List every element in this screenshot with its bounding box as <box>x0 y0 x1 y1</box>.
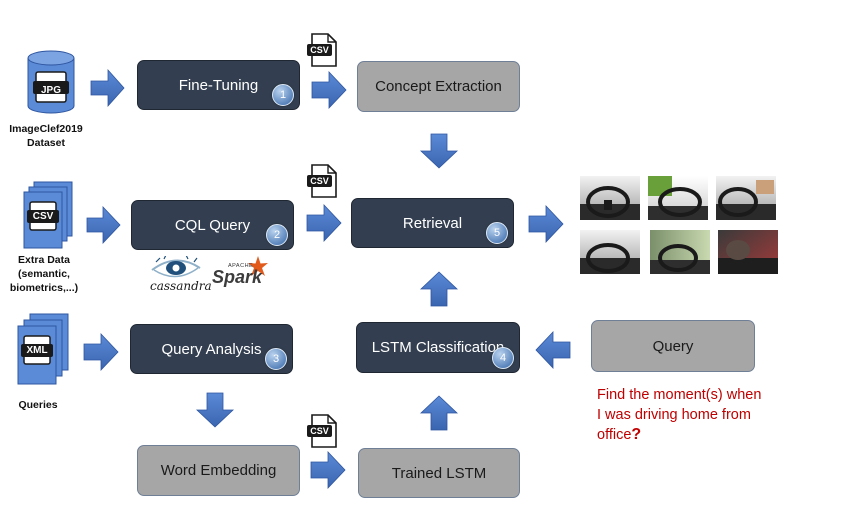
example-query-line3-text: office <box>597 427 632 443</box>
cql-query-label: CQL Query <box>174 216 251 234</box>
result-image-4 <box>580 230 640 274</box>
fine-tuning-box: Fine-Tuning 1 <box>137 60 300 110</box>
question-mark: ? <box>631 426 642 443</box>
arrow-retrieval-to-results <box>528 204 564 244</box>
csv-file-text-middle: CSV <box>310 176 329 186</box>
cassandra-logo-text: cassandra <box>150 279 212 293</box>
result-images <box>580 176 778 274</box>
csv-stack-icon <box>23 181 73 249</box>
retrieval-box: Retrieval 5 <box>351 198 514 248</box>
arrow-queries-to-analysis <box>83 332 119 372</box>
result-image-5 <box>650 230 710 274</box>
result-image-2 <box>648 176 708 220</box>
spark-apache-text: APACHE <box>228 263 254 269</box>
csv-stack-icon-text: CSV <box>32 211 54 222</box>
csv-file-text-bottom: CSV <box>310 426 329 436</box>
query-label: Query <box>652 337 694 355</box>
result-image-3 <box>716 176 776 220</box>
arrow-finetuning-to-concept <box>311 70 347 110</box>
arrow-trained-to-lstm <box>419 395 459 431</box>
arrow-query-to-lstm <box>535 330 571 370</box>
arrow-analysis-to-embedding <box>195 392 235 428</box>
fine-tuning-label: Fine-Tuning <box>178 76 259 94</box>
csv-file-icon-bottom <box>307 414 337 448</box>
example-query-line1: Find the moment(s) when <box>597 387 762 403</box>
arrow-lstm-to-retrieval <box>419 271 459 307</box>
queries-label-line1: Queries <box>18 399 58 411</box>
example-query-line3: office? <box>597 425 787 445</box>
extra-data-label-line1: Extra Data <box>18 254 70 266</box>
dataset-label-line2: Dataset <box>27 137 65 149</box>
extra-data-label: Extra Data (semantic, biometrics,...) <box>0 253 88 295</box>
word-embedding-label: Word Embedding <box>160 462 277 479</box>
query-analysis-label: Query Analysis <box>161 340 262 358</box>
jpg-icon-text: JPG <box>40 85 61 96</box>
result-image-1 <box>580 176 640 220</box>
extra-data-label-line3: biometrics,...) <box>9 282 79 294</box>
arrow-concept-to-retrieval <box>419 133 459 169</box>
cql-query-box: CQL Query 2 <box>131 200 294 250</box>
dataset-label-line1: ImageClef2019 <box>9 123 83 135</box>
result-image-6 <box>718 230 778 274</box>
arrow-embedding-to-trained <box>310 450 346 490</box>
arrow-dataset-to-finetuning <box>90 68 125 108</box>
query-analysis-box: Query Analysis 3 <box>130 324 293 374</box>
queries-label: Queries <box>0 398 76 412</box>
arrow-cql-to-retrieval <box>306 203 342 243</box>
cassandra-eye-icon <box>151 256 201 278</box>
step-badge-1: 1 <box>272 84 294 106</box>
csv-file-icon-top <box>307 33 337 67</box>
spark-star-icon <box>248 256 268 276</box>
example-query-text: Find the moment(s) when I was driving ho… <box>597 385 787 445</box>
xml-stack-icon-text: XML <box>26 345 48 356</box>
lstm-classification-label: LSTM Classification <box>371 339 505 356</box>
step-badge-5: 5 <box>486 222 508 244</box>
csv-file-icon-middle <box>307 164 337 198</box>
lstm-classification-box: LSTM Classification 4 <box>356 322 520 373</box>
csv-file-text-top: CSV <box>310 45 329 55</box>
extra-data-label-line2: (semantic, <box>18 268 70 280</box>
spark-logo-text: Spark <box>212 267 263 287</box>
trained-lstm-label: Trained LSTM <box>391 464 487 482</box>
query-box: Query <box>591 320 755 372</box>
jpg-database-icon <box>27 50 75 114</box>
example-query-line2: I was driving home from <box>597 407 751 423</box>
concept-extraction-label: Concept Extraction <box>375 78 502 95</box>
step-badge-2: 2 <box>266 224 288 246</box>
concept-extraction-box: Concept Extraction <box>357 61 520 112</box>
retrieval-label: Retrieval <box>402 214 463 232</box>
step-badge-3: 3 <box>265 348 287 370</box>
dataset-label: ImageClef2019 Dataset <box>2 122 90 150</box>
arrow-extra-to-cql <box>86 205 121 245</box>
trained-lstm-box: Trained LSTM <box>358 448 520 498</box>
step-badge-4: 4 <box>492 347 514 369</box>
xml-stack-icon <box>17 313 69 385</box>
word-embedding-box: Word Embedding <box>137 445 300 496</box>
